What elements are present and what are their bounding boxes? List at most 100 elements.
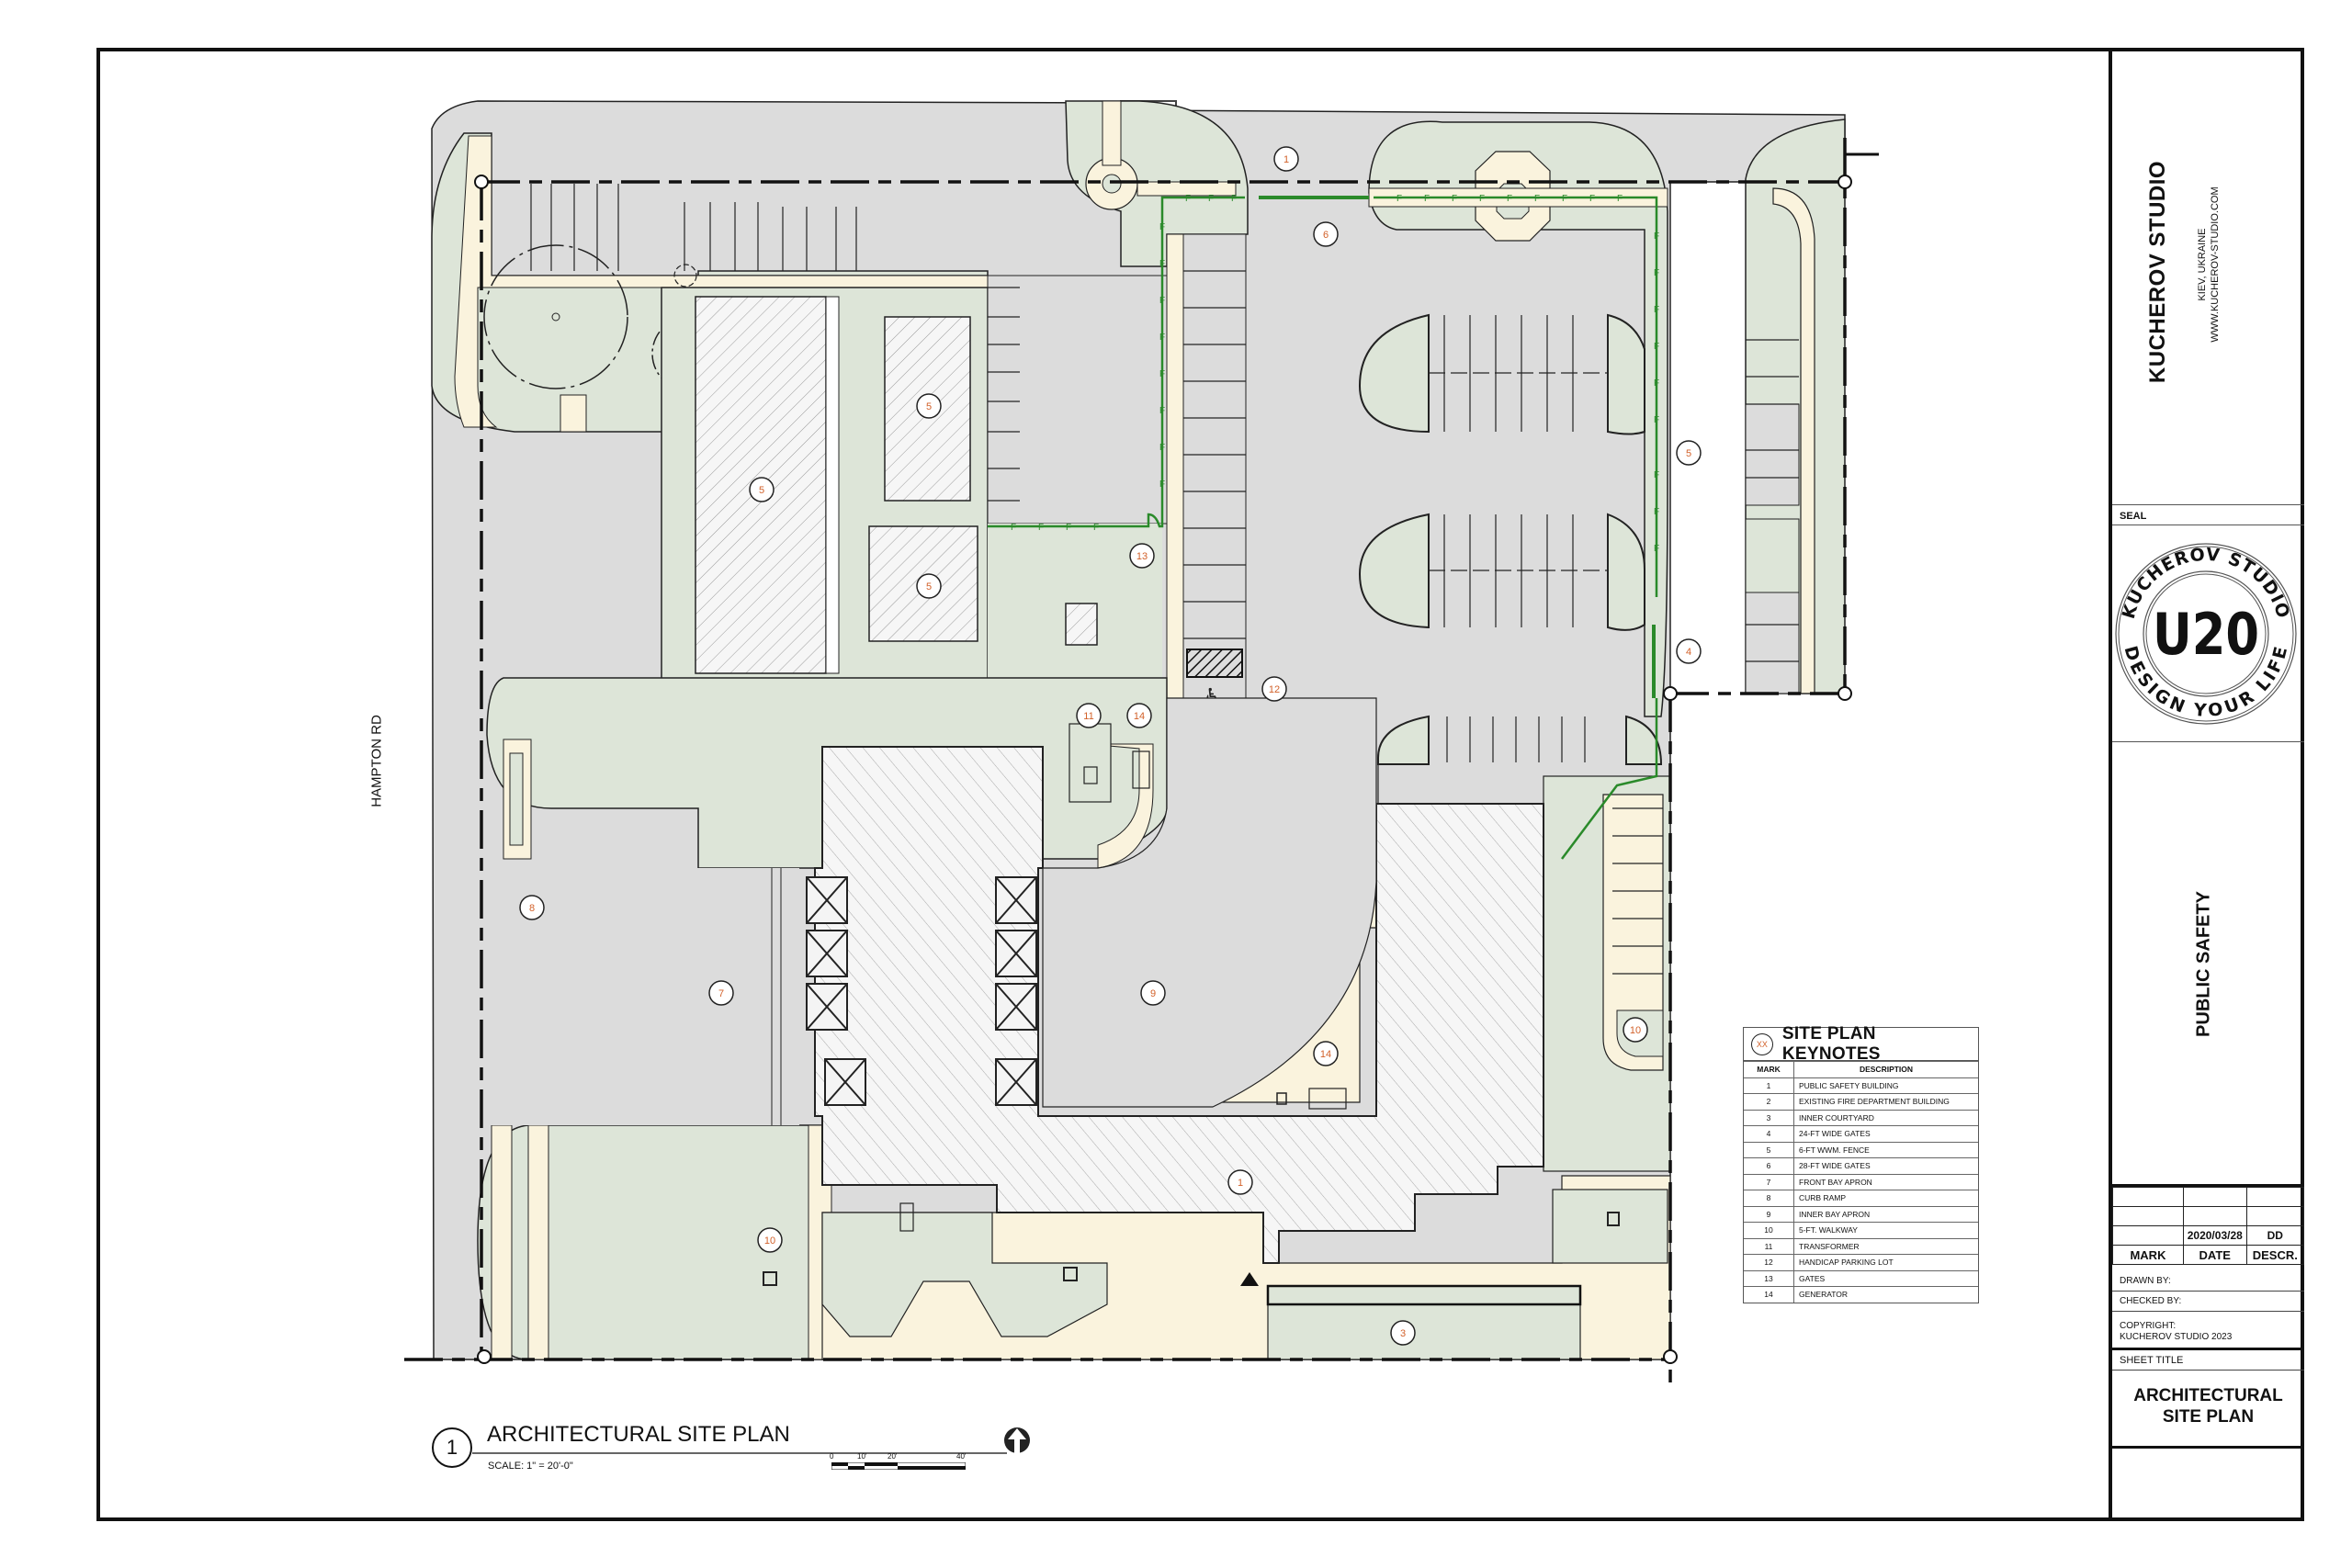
drawn-by-row: DRAWN BY: — [2112, 1271, 2304, 1292]
revision-table: 2020/03/28 DD MARK DATE DESCR. — [2112, 1187, 2305, 1265]
svg-text:F: F — [1159, 222, 1165, 232]
svg-text:F: F — [1654, 342, 1659, 352]
keynote-description: CURB RAMP — [1793, 1190, 1978, 1206]
keynote-marker-number: 5 — [926, 581, 932, 592]
svg-text:F: F — [1159, 296, 1165, 306]
keynote-marker-number: 3 — [1400, 1328, 1406, 1339]
plan-number-bubble: 1 — [432, 1427, 472, 1468]
rev-header-date: DATE — [2182, 1245, 2247, 1265]
keynote-description: PUBLIC SAFETY BUILDING — [1793, 1077, 1978, 1094]
rev-descr — [2245, 1187, 2305, 1207]
svg-text:F: F — [1396, 194, 1402, 204]
copyright-label: COPYRIGHT: — [2120, 1321, 2177, 1331]
south-walkway — [821, 1175, 1671, 1360]
svg-text:F: F — [1159, 443, 1165, 453]
col-mark: MARK — [1744, 1061, 1794, 1077]
property-corner-markers — [474, 175, 1852, 1364]
handicap-access-aisle — [1186, 649, 1243, 678]
keynote-description: 5-FT. WALKWAY — [1793, 1222, 1978, 1238]
keynote-marker: 10 — [757, 1227, 783, 1253]
keynote-description: TRANSFORMER — [1793, 1237, 1978, 1255]
keynote-description: 6-FT WWM. FENCE — [1793, 1141, 1978, 1158]
seal-center-text: U20 — [2153, 602, 2259, 668]
keynote-marker: 6 — [1313, 221, 1339, 247]
rev-descr: DD — [2245, 1225, 2305, 1246]
keynote-mark: 1 — [1744, 1077, 1794, 1094]
studio-website: WWW.KUCHEROV-STUDIO.COM — [2210, 186, 2221, 343]
scale-bar-graphic — [831, 1462, 966, 1470]
scale-tick: 20' — [888, 1452, 898, 1461]
keynote-mark: 10 — [1744, 1222, 1794, 1238]
keynote-description: INNER BAY APRON — [1793, 1205, 1978, 1223]
entry-arrow-icon — [1240, 1272, 1259, 1286]
keynote-mark: 14 — [1744, 1286, 1794, 1303]
sheet-title-line2: SITE PLAN — [2162, 1407, 2255, 1427]
scale-tick: 0 — [830, 1452, 834, 1461]
keynote-marker-number: 1 — [1283, 154, 1289, 165]
rev-mark — [2112, 1225, 2184, 1246]
inner-bay-apron — [1042, 697, 1377, 1108]
sheet-title-line1: ARCHITECTURAL — [2133, 1386, 2283, 1405]
east-walkway-landscape — [1543, 775, 1671, 1172]
keynote-marker: 4 — [1676, 638, 1702, 664]
keynote-mark: 12 — [1744, 1254, 1794, 1270]
site-plan-keynotes: XX SITE PLAN KEYNOTES MARK DESCRIPTION 1… — [1743, 1024, 1979, 1303]
keynote-marker: 13 — [1129, 543, 1155, 569]
keynote-mark: 2 — [1744, 1093, 1794, 1110]
svg-text:F: F — [1562, 194, 1567, 204]
seal-label-row: SEAL — [2112, 505, 2304, 525]
keynote-marker: 14 — [1126, 703, 1152, 728]
svg-text:F: F — [1654, 378, 1659, 389]
svg-text:F: F — [1617, 194, 1623, 204]
keynotes-title: SITE PLAN KEYNOTES — [1781, 1023, 1881, 1064]
svg-text:F: F — [1654, 415, 1659, 425]
keynote-marker: 14 — [1313, 1041, 1339, 1066]
street-name: HAMPTON RD — [368, 715, 385, 807]
graphic-scale-bar: 0 10' 20' 40' — [830, 1452, 967, 1471]
svg-text:F: F — [1654, 470, 1659, 480]
rev-mark — [2112, 1187, 2184, 1207]
keynote-marker-number: 11 — [1083, 711, 1093, 722]
keynote-marker-number: 13 — [1136, 551, 1148, 562]
rev-date — [2182, 1206, 2247, 1226]
rev-date — [2182, 1187, 2247, 1207]
keynote-marker: 1 — [1227, 1169, 1253, 1195]
parking-stripes — [1429, 315, 1608, 762]
svg-text:F: F — [1159, 333, 1165, 343]
svg-text:F: F — [1424, 194, 1430, 204]
copyright-value: KUCHEROV STUDIO 2023 — [2120, 1332, 2233, 1342]
project-name-panel: PUBLIC SAFETY — [2112, 742, 2304, 1187]
studio-seal-icon: KUCHEROV STUDIO DESIGN YOUR LIFE U20 — [2115, 543, 2297, 725]
svg-text:F: F — [1159, 259, 1165, 269]
keynote-marker: 1 — [1273, 146, 1299, 172]
keynotes-header: XX SITE PLAN KEYNOTES — [1744, 1024, 1978, 1064]
bay-doors — [806, 876, 1037, 1106]
rev-mark — [2112, 1206, 2184, 1226]
studio-name: KUCHEROV STUDIO — [2145, 160, 2170, 384]
keynote-marker-number: 10 — [1630, 1025, 1641, 1036]
keynote-marker-number: 1 — [1238, 1178, 1243, 1189]
revision-header-row: MARK DATE DESCR. — [2112, 1245, 2305, 1265]
svg-text:F: F — [1185, 194, 1191, 204]
keynote-mark: 11 — [1744, 1237, 1794, 1255]
parking-islands — [1358, 313, 1663, 765]
plan-title-rule — [472, 1452, 1007, 1454]
keynote-marker-number: 12 — [1269, 684, 1280, 695]
revision-row — [2112, 1187, 2305, 1207]
plan-title: ARCHITECTURAL SITE PLAN — [487, 1422, 790, 1447]
keynote-marker-number: 9 — [1150, 988, 1156, 999]
fence-line — [988, 196, 1658, 860]
keynote-marker: 5 — [749, 477, 775, 502]
